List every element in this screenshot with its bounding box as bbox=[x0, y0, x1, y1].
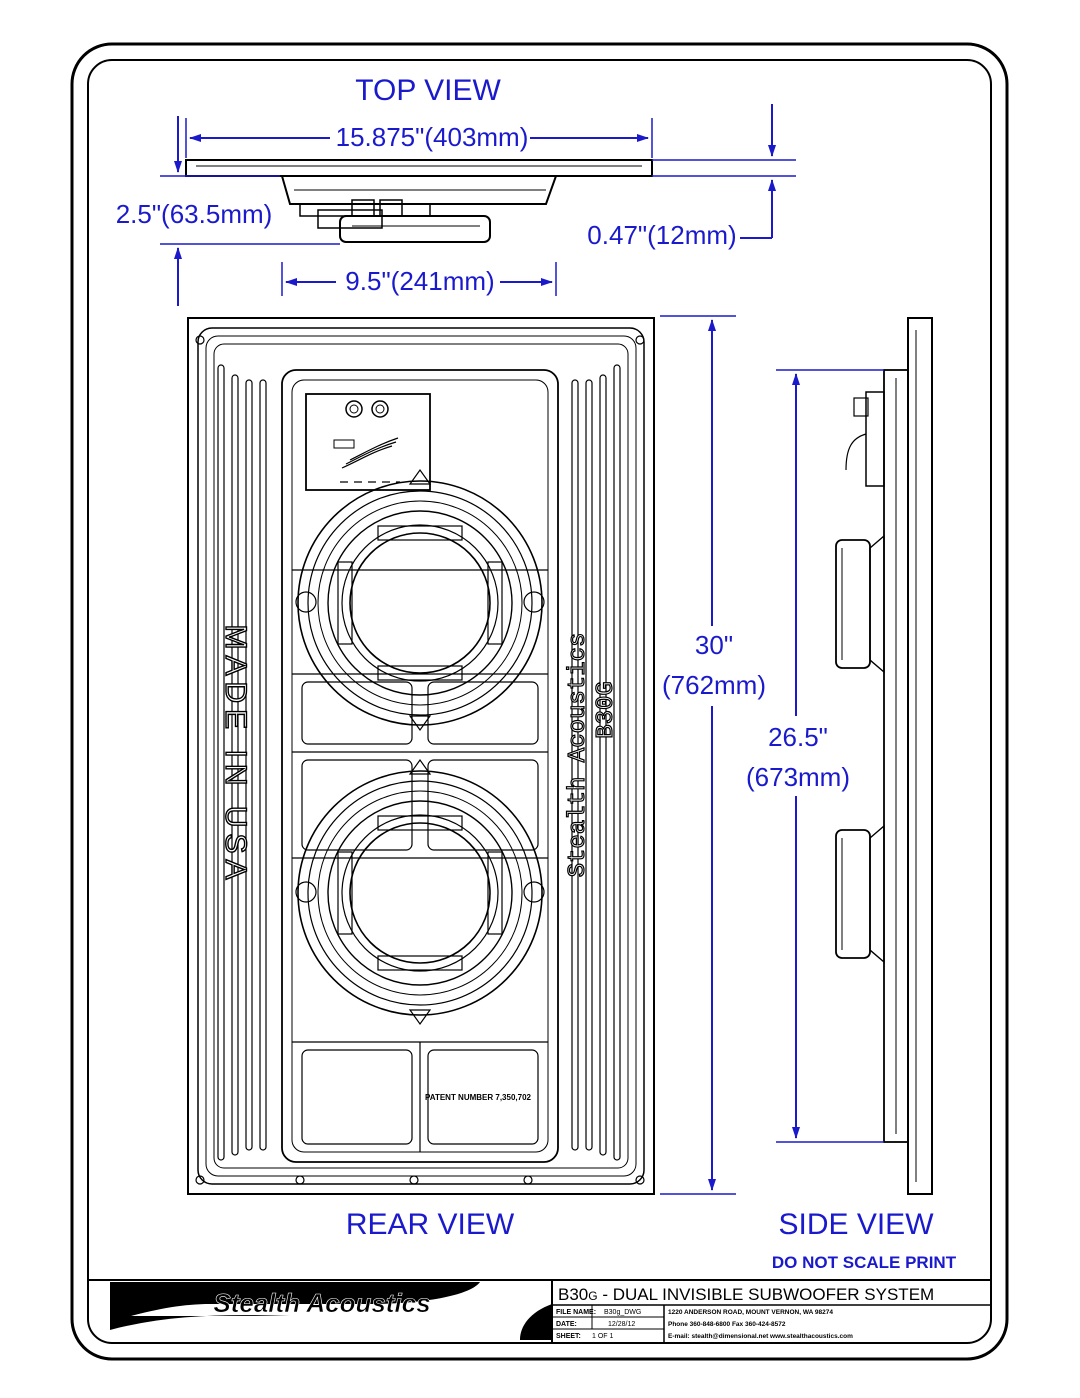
rear-panel-outline bbox=[187, 317, 655, 1195]
patent-text: PATENT NUMBER 7,350,702 bbox=[425, 1093, 532, 1102]
top-cutout-dim: 9.5"(241mm) bbox=[345, 266, 494, 296]
brand-logo-swoosh bbox=[110, 1282, 480, 1322]
woofer-2 bbox=[295, 758, 545, 1026]
address-text: 1220 ANDERSON ROAD, MOUNT VERNON, WA 982… bbox=[668, 1309, 833, 1316]
title-block: Stealth Acoustics B30G - DUAL INVISIBLE … bbox=[88, 1279, 991, 1343]
phone-text: Phone 360-848-6800 Fax 360-424-8572 bbox=[668, 1321, 786, 1328]
outer-border bbox=[70, 42, 1009, 1361]
email-text: E-mail: stealth@dimensional.net www.stea… bbox=[668, 1333, 853, 1340]
side-in-label: 26.5" bbox=[768, 722, 828, 752]
terminal-plate bbox=[305, 393, 431, 491]
file-name-value: B30g_DWG bbox=[604, 1309, 641, 1316]
brand-embossed-text: Stealth Acoustics bbox=[565, 633, 592, 878]
side-flange bbox=[907, 317, 933, 1195]
title-block-heading: B30G - DUAL INVISIBLE SUBWOOFER SYSTEM bbox=[558, 1285, 934, 1304]
file-name-label: FILE NAME: bbox=[556, 1309, 596, 1316]
date-label: DATE: bbox=[556, 1321, 577, 1328]
top-view: TOP VIEW 15.875"(403mm) 2.5"(63.5mm) 0.4… bbox=[116, 74, 796, 306]
top-view-title: TOP VIEW bbox=[355, 74, 501, 107]
sheet-label: SHEET: bbox=[556, 1333, 581, 1340]
side-mm-label: (673mm) bbox=[746, 762, 850, 792]
inner-border bbox=[87, 59, 992, 1344]
made-in-usa-text: MADE IN USA bbox=[219, 624, 252, 885]
woofer-1 bbox=[295, 468, 545, 732]
side-view: 26.5" (673mm) SIDE VIEW bbox=[746, 317, 934, 1241]
brand-logo-text: Stealth Acoustics bbox=[213, 1288, 430, 1318]
sheet-value: 1 OF 1 bbox=[592, 1333, 614, 1340]
date-value: 12/28/12 bbox=[608, 1321, 635, 1328]
rear-view: MADE IN USA Stealth Acoustics B30G PATEN… bbox=[187, 317, 655, 1241]
top-flange-dim: 0.47"(12mm) bbox=[587, 220, 736, 250]
do-not-scale-notice: DO NOT SCALE PRINT bbox=[772, 1253, 957, 1272]
height-in-label: 30" bbox=[695, 630, 733, 660]
top-depth-dim: 2.5"(63.5mm) bbox=[116, 199, 273, 229]
rear-view-title: REAR VIEW bbox=[346, 1208, 515, 1241]
side-view-title: SIDE VIEW bbox=[778, 1208, 934, 1241]
height-mm-label: (762mm) bbox=[662, 670, 766, 700]
model-embossed-text: B30G bbox=[593, 681, 620, 739]
top-width-dim: 15.875"(403mm) bbox=[336, 122, 529, 152]
height-dimension: 30" (762mm) bbox=[660, 315, 766, 1195]
